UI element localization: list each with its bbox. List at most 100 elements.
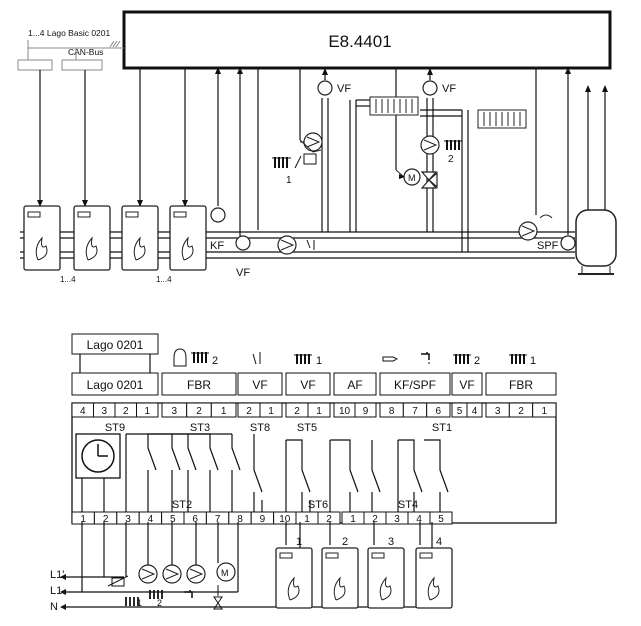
boiler-unit bbox=[121, 205, 159, 271]
hot-water-tank bbox=[539, 209, 617, 275]
upper-group-box bbox=[379, 372, 451, 396]
vf-label-main: VF bbox=[236, 267, 250, 279]
connector-label: ST1 bbox=[432, 422, 452, 434]
radiator-circuit-2 bbox=[477, 109, 527, 129]
can-bus-hatch bbox=[109, 40, 121, 48]
upper-terminal-number: 10 bbox=[339, 406, 351, 417]
vf-circuit-1-number: 1 bbox=[316, 355, 322, 367]
mains-n: N bbox=[50, 601, 58, 613]
vf-sensor-circuit-1 bbox=[317, 80, 333, 96]
terminal-frame bbox=[71, 402, 557, 524]
upper-group-box bbox=[285, 372, 331, 396]
can-bus-label: CAN-Bus bbox=[68, 47, 103, 57]
boiler-pump-icon-upper bbox=[252, 352, 261, 365]
output-motor-label: M bbox=[221, 568, 229, 578]
upper-group-label: AF bbox=[347, 378, 362, 392]
output-caption-2: 2 bbox=[157, 598, 162, 608]
connector-label: ST8 bbox=[250, 422, 270, 434]
sensors: KF VF VF VF SPF bbox=[210, 80, 576, 279]
output-tap-icon bbox=[184, 590, 193, 598]
lower-terminal-number: 1 bbox=[80, 514, 86, 525]
upper-terminal-number: 4 bbox=[80, 406, 86, 417]
lago-bus-box-label: Lago 0201 bbox=[87, 338, 144, 352]
upper-group-box bbox=[333, 372, 377, 396]
lower-boiler-unit: 4 bbox=[415, 536, 453, 609]
upper-terminal bbox=[259, 402, 283, 418]
lower-terminal-number: 2 bbox=[103, 514, 109, 525]
upper-terminal-number: 9 bbox=[363, 406, 369, 417]
boiler-unit bbox=[23, 205, 61, 271]
lower-terminal-number: 3 bbox=[394, 514, 400, 525]
pumps: 1 2 bbox=[277, 132, 538, 255]
lower-terminal-number: 6 bbox=[192, 514, 198, 525]
mains-l1-prime: L1' bbox=[50, 569, 64, 581]
outdoor-sensor-icon bbox=[382, 356, 399, 362]
upper-terminal-number: 4 bbox=[472, 406, 478, 417]
vf-circuit-2-number: 2 bbox=[474, 355, 480, 367]
connector-label: ST9 bbox=[105, 422, 125, 434]
lower-terminal-number: 8 bbox=[237, 514, 243, 525]
boiler-pump bbox=[277, 235, 297, 255]
upper-terminal-number: 3 bbox=[172, 406, 178, 417]
fbr-circuit-icon: 2 bbox=[173, 348, 218, 367]
lago-basic-label: 1...4 Lago Basic 0201 bbox=[28, 28, 111, 38]
output-pump-2 bbox=[162, 564, 182, 584]
lower-terminal bbox=[429, 511, 453, 525]
upper-terminal bbox=[354, 402, 377, 418]
boiler-group: 1...4 1...4 bbox=[23, 205, 207, 284]
lower-boiler-number: 1 bbox=[296, 536, 302, 548]
radiator-icon-circuit-2 bbox=[444, 140, 462, 150]
lower-boiler-unit: 3 bbox=[367, 536, 405, 609]
timer-module bbox=[75, 433, 121, 479]
radiator-icon-circuit-1 bbox=[272, 153, 317, 169]
upper-terminal-number: 2 bbox=[518, 406, 524, 417]
upper-terminal bbox=[532, 402, 557, 418]
circuit-1-caption: 1 bbox=[286, 175, 292, 186]
output-devices: M 1 2 bbox=[107, 562, 236, 610]
lower-boilers: 1 2 3 4 bbox=[275, 536, 453, 609]
lower-terminal-number: 10 bbox=[279, 514, 291, 525]
upper-terminal-number: 2 bbox=[196, 406, 202, 417]
upper-group-box bbox=[71, 372, 159, 396]
vf-circuit-2-icon: 2 bbox=[453, 354, 480, 367]
upper-group-label: FBR bbox=[187, 378, 211, 392]
vf-label-circuit-2: VF bbox=[442, 83, 456, 95]
kf-sensor bbox=[210, 207, 226, 223]
upper-terminal-number: 1 bbox=[221, 406, 227, 417]
output-radiator-icon-2 bbox=[149, 590, 163, 599]
mains-arrows bbox=[60, 574, 66, 610]
upper-terminal-number: 2 bbox=[123, 406, 129, 417]
kf-label: KF bbox=[210, 240, 224, 252]
lago-bus-box bbox=[71, 333, 159, 355]
fbr-circuit-number: 2 bbox=[212, 355, 218, 367]
relay-contacts bbox=[81, 433, 449, 512]
storage-pump bbox=[518, 221, 538, 241]
lower-terminal bbox=[317, 511, 341, 525]
upper-group-box bbox=[451, 372, 483, 396]
output-valve-icon bbox=[213, 585, 223, 610]
connector-label: ST5 bbox=[297, 422, 317, 434]
hot-water-tap-icon bbox=[421, 352, 430, 364]
upper-terminal-number: 3 bbox=[101, 406, 107, 417]
lower-boiler-number: 2 bbox=[342, 536, 348, 548]
output-mixer-motor: M bbox=[216, 562, 236, 582]
lower-terminal-number: 4 bbox=[148, 514, 154, 525]
upper-terminal-number: 7 bbox=[412, 406, 418, 417]
lower-terminal-number: 2 bbox=[326, 514, 332, 525]
hydraulic-schematic: E8.4401 1...4 Lago Basic 0201 CAN-Bus bbox=[17, 10, 617, 284]
upper-terminal-number: 2 bbox=[294, 406, 300, 417]
upper-terminal bbox=[307, 402, 331, 418]
lago-basic-bracket bbox=[17, 40, 124, 71]
lower-terminal-number: 9 bbox=[260, 514, 266, 525]
upper-group-box bbox=[237, 372, 283, 396]
mixer-valve: M bbox=[395, 168, 438, 189]
lower-boiler-number: 4 bbox=[436, 536, 442, 548]
upper-terminal-number: 1 bbox=[144, 406, 150, 417]
vf-circuit-1-icon: 1 bbox=[294, 354, 322, 367]
upper-group-box bbox=[161, 372, 237, 396]
fbr-right-number: 1 bbox=[530, 355, 536, 367]
connector-label: ST3 bbox=[190, 422, 210, 434]
